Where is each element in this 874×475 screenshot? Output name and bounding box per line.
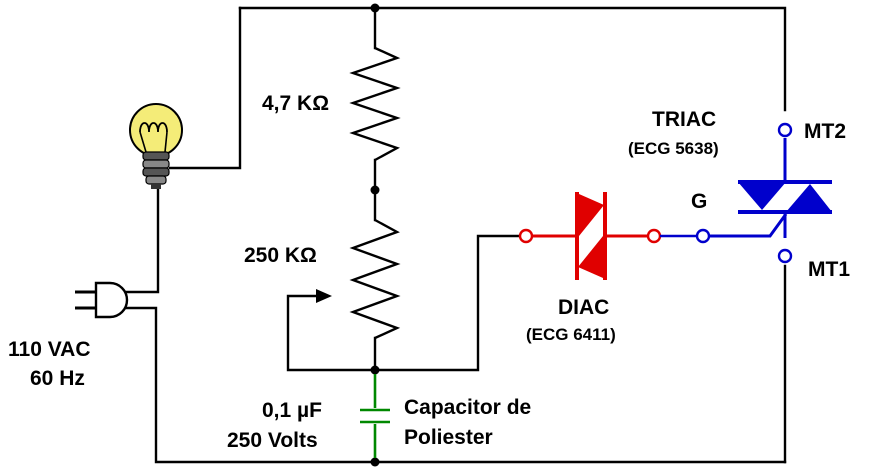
mt2-label: MT2 — [804, 120, 846, 143]
power-plug-icon — [75, 281, 129, 319]
capacitor-voltage-label: 250 Volts — [227, 429, 318, 452]
arrow-right-icon — [316, 289, 332, 303]
capacitor-type-line2: Poliester — [404, 426, 493, 449]
potentiometer-label: 250 KΩ — [244, 244, 317, 267]
gate-terminal — [695, 228, 711, 244]
triac-part-label: (ECG 5638) — [628, 139, 719, 158]
potentiometer-250k — [349, 218, 401, 340]
triac — [709, 122, 832, 264]
resistor-4k7 — [349, 46, 401, 162]
triac-name-label: TRIAC — [652, 108, 716, 131]
capacitor — [360, 374, 390, 458]
diac-part-label: (ECG 6411) — [526, 325, 616, 344]
mt1-label: MT1 — [808, 258, 850, 281]
gate-label: G — [691, 190, 707, 213]
junction-dots — [370, 3, 380, 467]
diac — [518, 192, 662, 280]
light-bulb-icon — [129, 103, 183, 189]
wiring — [123, 6, 787, 464]
diac-name-label: DIAC — [558, 296, 609, 319]
capacitor-type-line1: Capacitor de — [404, 396, 531, 419]
supply-voltage-label: 110 VAC — [8, 338, 91, 361]
supply-frequency-label: 60 Hz — [30, 367, 85, 390]
capacitor-value-label: 0,1 µF — [262, 399, 322, 422]
resistor-4k7-label: 4,7 KΩ — [262, 92, 329, 115]
